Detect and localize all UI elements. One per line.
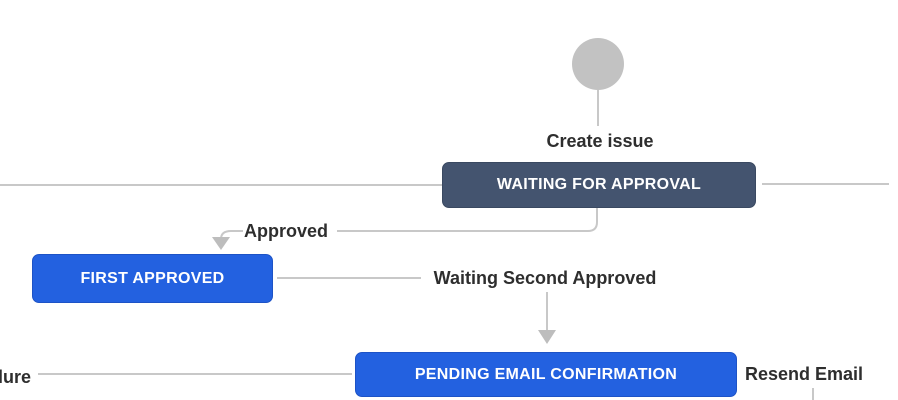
status-first-approved[interactable]: FIRST APPROVED	[32, 254, 273, 303]
transition-label-resend-email[interactable]: Resend Email	[745, 364, 864, 384]
transition-label-waiting-second-approved[interactable]: Waiting Second Approved	[433, 268, 657, 288]
start-node-circle[interactable]	[572, 38, 624, 90]
approved-arrowhead	[212, 237, 230, 250]
transition-label-create-issue[interactable]: Create issue	[546, 131, 654, 151]
status-pending-email-confirmation[interactable]: PENDING EMAIL CONFIRMATION	[355, 352, 737, 397]
transition-label-failure-clipped[interactable]: lure	[0, 367, 32, 387]
status-waiting-for-approval[interactable]: WAITING FOR APPROVAL	[442, 162, 756, 208]
transition-label-approved[interactable]: Approved	[244, 221, 329, 241]
waiting-second-arrowhead	[538, 330, 556, 344]
connector-approved-right[interactable]	[337, 208, 598, 232]
